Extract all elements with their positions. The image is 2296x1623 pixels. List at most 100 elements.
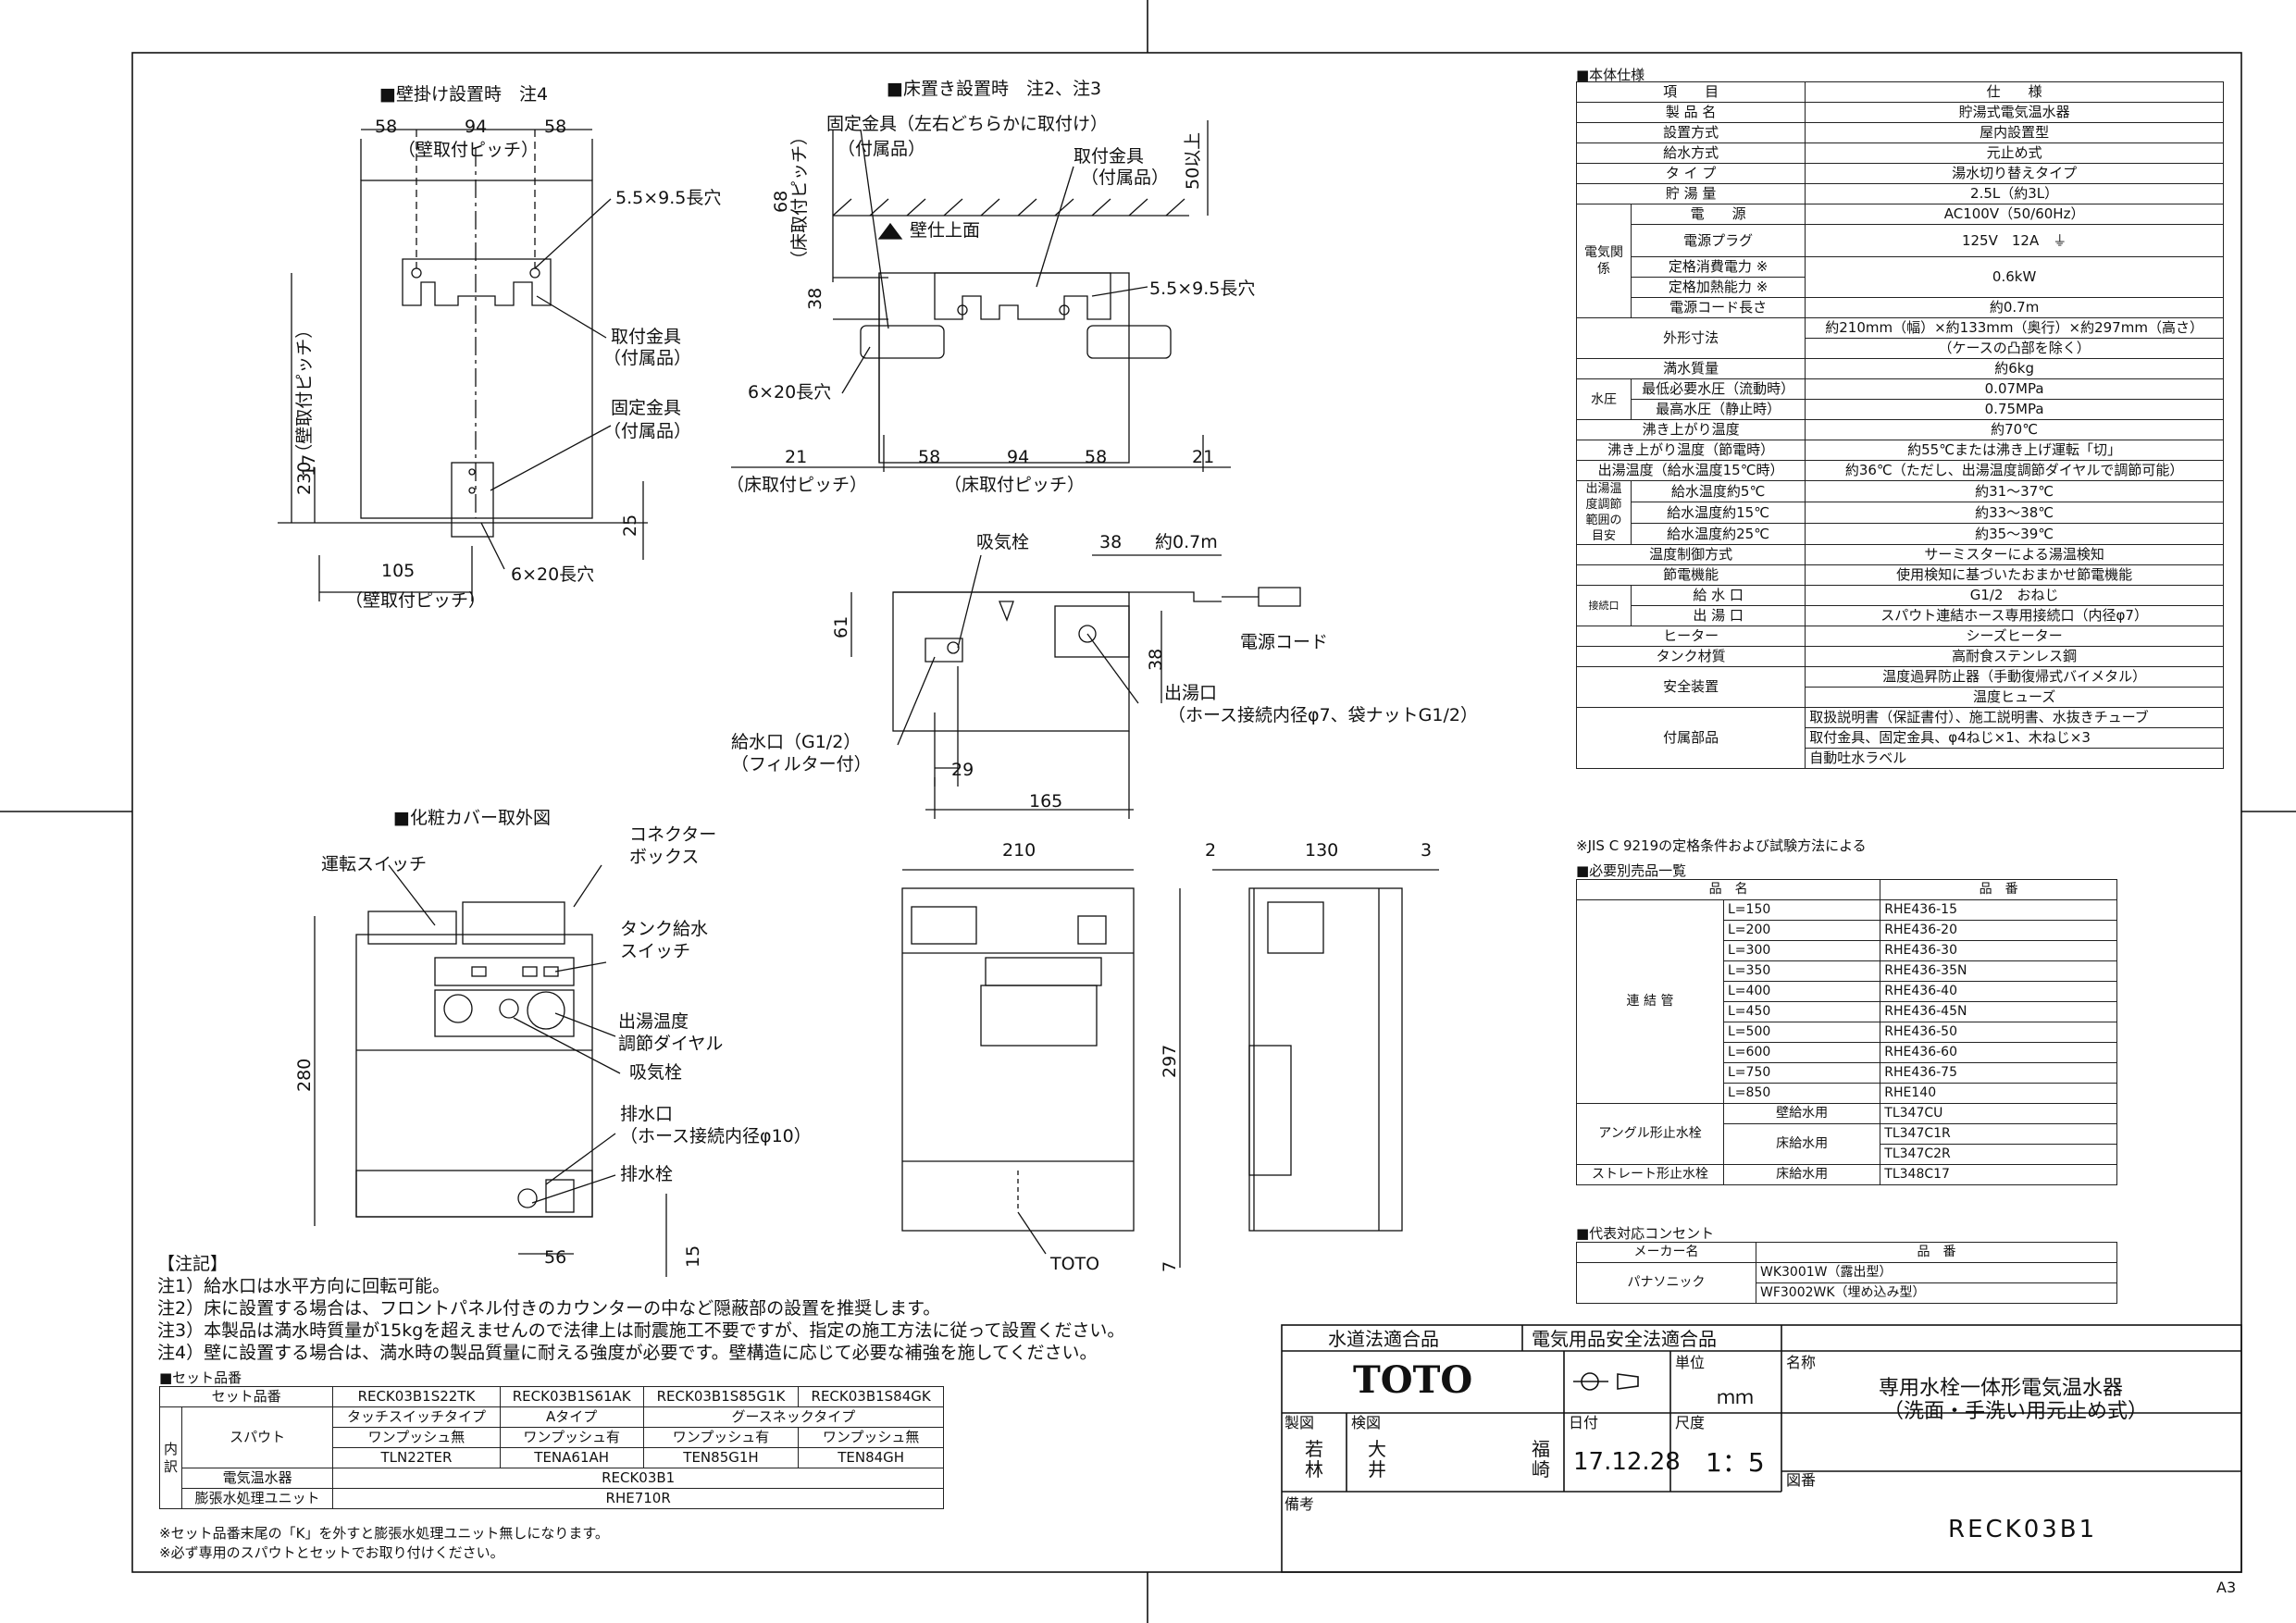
straight-valve-code: TL348C17	[1880, 1164, 2117, 1185]
spec-row-value: 2.5L（約3L）	[1805, 183, 2224, 204]
spec-row-value: 元止め式	[1805, 142, 2224, 164]
angle-valve-label: アングル形止水栓	[1576, 1103, 1724, 1165]
set-code-4: RECK03B1S84GK	[798, 1386, 944, 1407]
exp-row-label: 膨張水処理ユニット	[181, 1488, 334, 1509]
spec-row-value: 0.6kW	[1805, 256, 2224, 298]
tank-label: タンク材質	[1575, 646, 1806, 667]
control-value: サーミスターによる湯温検知	[1805, 544, 2224, 565]
slot-label-4: 6×20長穴	[748, 382, 832, 403]
dim-25: 25	[620, 514, 640, 537]
hose-code: RHE436-30	[1880, 940, 2117, 961]
sets-table: セット品番 RECK03B1S22TK RECK03B1S61AK RECK03…	[158, 1386, 945, 1509]
spout-code-2: TENA61AH	[499, 1447, 644, 1468]
name-label: 名称	[1786, 1354, 1817, 1371]
hose-length: L=150	[1722, 899, 1881, 921]
spout-code-4: TEN84GH	[798, 1447, 944, 1468]
checker-name-1: 大井	[1368, 1438, 1386, 1481]
air-valve-label-2: 吸気栓	[629, 1062, 683, 1083]
hose-length: L=500	[1722, 1022, 1881, 1043]
dim-17: 17	[299, 453, 319, 477]
checker-name-2: 福崎	[1532, 1438, 1550, 1481]
spec-row-label: 貯 湯 量	[1575, 183, 1806, 204]
outlet-heading: ■代表対応コンセント	[1576, 1225, 1715, 1242]
hose-length: L=400	[1722, 981, 1881, 1002]
type-goose: グースネックタイプ	[642, 1406, 945, 1428]
wall-pitch-label: （壁取付ピッチ）	[398, 140, 540, 160]
spec-row-label: 電 源	[1630, 204, 1806, 225]
spec-row-label: 出 湯 口	[1630, 605, 1806, 626]
spec-row-value: G1/2 おねじ	[1805, 585, 2224, 606]
hose-code: RHE436-50	[1880, 1022, 2117, 1043]
included-label-3: （付属品）	[838, 139, 926, 159]
push-4: ワンプッシュ無	[798, 1427, 944, 1448]
dim-94b: 94	[1007, 447, 1030, 467]
hose-length: L=200	[1722, 920, 1881, 941]
outlet-spec: （ホース接続内径φ7、袋ナットG1/2）	[1168, 705, 1478, 725]
safety-label: 安全装置	[1575, 666, 1806, 708]
spec-row-value: 0.75MPa	[1805, 399, 2224, 420]
wall-surface-label: 壁仕上面	[910, 220, 981, 241]
tank-switch-label-1: タンク給水	[620, 919, 709, 939]
set-code-3: RECK03B1S85G1K	[642, 1386, 800, 1407]
outlet-maker: パナソニック	[1576, 1262, 1756, 1304]
spec-row-label: 給 水 口	[1630, 585, 1806, 606]
spout-code-1: TLN22TER	[332, 1447, 501, 1468]
out-temp-value: 約36℃（ただし、出湯温度調節ダイヤルで調節可能）	[1805, 460, 2224, 481]
dim-58b: 58	[544, 117, 567, 137]
dim-61: 61	[831, 615, 851, 638]
floor-pitch-vertical: （床取付ピッチ）	[789, 127, 810, 268]
unit-label: 単位	[1675, 1354, 1706, 1371]
spec-row-label: 設置方式	[1575, 122, 1806, 143]
spec-row-label: 定格消費電力 ※	[1630, 256, 1806, 278]
dim-94a: 94	[465, 117, 488, 137]
conn-group-label: 接続口	[1576, 585, 1632, 626]
front-view	[901, 869, 1181, 1268]
law-label-1: 水道法適合品	[1328, 1328, 1439, 1350]
dim-58d: 58	[1085, 447, 1108, 467]
connector-box-label-1: コネクター	[629, 824, 717, 845]
straight-valve-label: ストレート形止水栓	[1576, 1164, 1724, 1185]
floor-pitch-a: （床取付ピッチ）	[726, 475, 868, 495]
drawing-border	[131, 52, 2242, 1573]
dim-21b: 21	[1192, 447, 1215, 467]
dim-21a: 21	[785, 447, 808, 467]
hose-length: L=300	[1722, 940, 1881, 961]
spec-footnote: ※JIS C 9219の定格条件および試験方法による	[1576, 837, 1867, 854]
spec-row-label: 給水温度約15℃	[1630, 502, 1806, 524]
spec-row-label: 電源プラグ	[1630, 224, 1806, 257]
drain-label: 排水口	[620, 1104, 674, 1124]
temp-dial-label-1: 出湯温度	[618, 1011, 689, 1032]
range-group-label: 出湯温度調節範囲の目安	[1576, 480, 1632, 545]
floor-supply-label: 床給水用	[1722, 1123, 1881, 1165]
parts-col-name: 品 名	[1575, 879, 1881, 900]
spec-row-label: タ イ プ	[1575, 163, 1806, 184]
floor-pitch-b: （床取付ピッチ）	[944, 475, 1086, 495]
outer-dim-2: （ケースの凸部を除く）	[1805, 338, 2224, 359]
full-mass-label: 満水質量	[1575, 358, 1806, 379]
floor-supply-code-1: TL347C1R	[1880, 1123, 2117, 1145]
acc-value-1: 取扱説明書（保証書付）、施工説明書、水抜きチューブ	[1805, 707, 2224, 728]
hose-length: L=450	[1722, 1001, 1881, 1022]
sheet-size: A3	[2216, 1579, 2237, 1596]
spec-row-value: 約33～38℃	[1805, 502, 2224, 524]
check-label: 検図	[1351, 1414, 1382, 1431]
spec-row-label: 製 品 名	[1575, 102, 1806, 123]
dim-38c: 38	[1146, 648, 1166, 671]
type-a: Aタイプ	[499, 1406, 644, 1428]
spec-col-spec: 仕 様	[1805, 81, 2224, 103]
hose-length: L=350	[1722, 960, 1881, 982]
product-name-2: （洗面・手洗い用元止め式）	[1883, 1400, 2149, 1423]
toto-logo: TOTO	[1353, 1358, 1473, 1402]
spec-row-label: 給水温度約5℃	[1630, 480, 1806, 502]
note-4: 注4）壁に設置する場合は、満水時の製品質量に耐える強度が必要です。壁構造に応じて…	[157, 1343, 1098, 1363]
type-touch: タッチスイッチタイプ	[332, 1406, 501, 1428]
spout-label: スパウト	[181, 1406, 334, 1468]
hose-length: L=750	[1722, 1062, 1881, 1084]
heater-label: ヒーター	[1575, 626, 1806, 647]
side-view	[1212, 869, 1439, 1232]
boil-value: 約70℃	[1805, 419, 2224, 440]
full-mass-value: 約6kg	[1805, 358, 2224, 379]
acc-value-2: 取付金具、固定金具、φ4ねじ×1、木ねじ×3	[1805, 727, 2224, 749]
